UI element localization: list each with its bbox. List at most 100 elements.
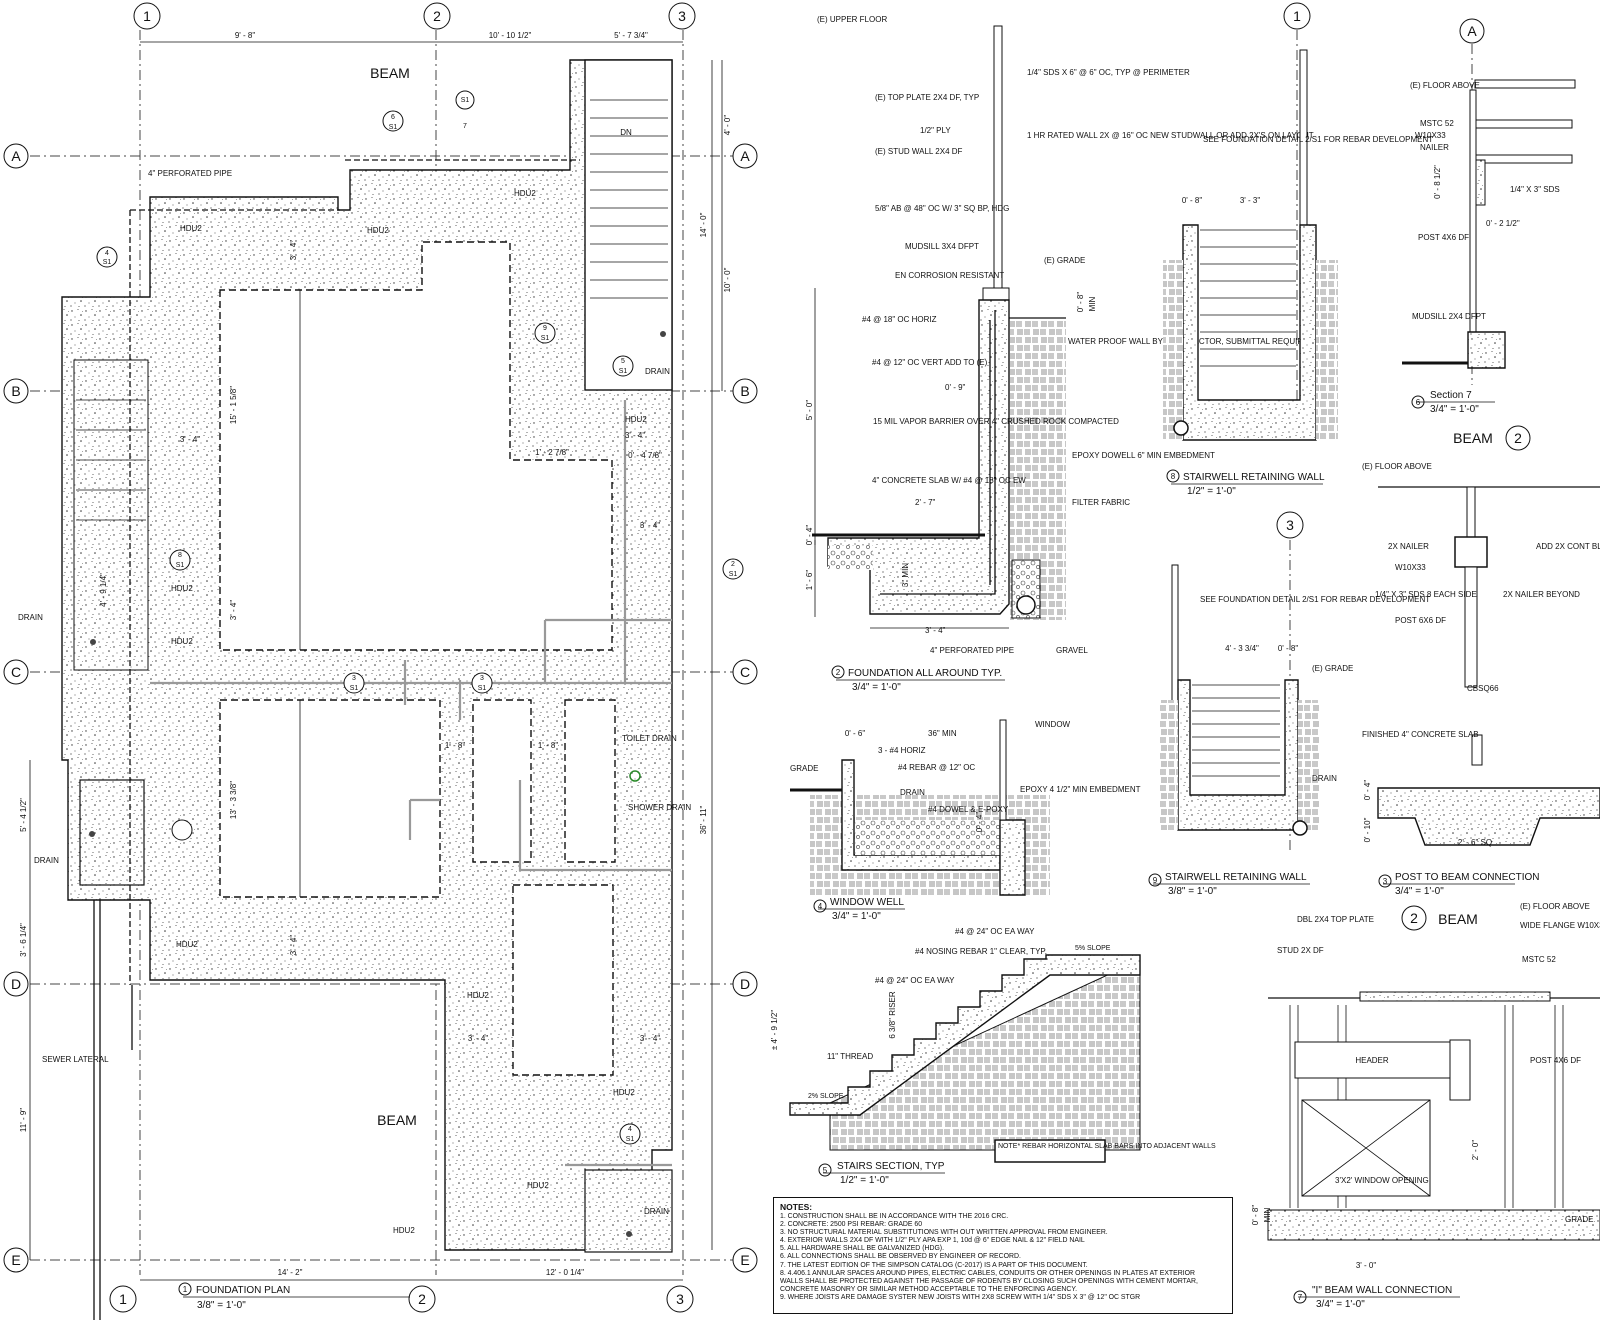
section-mark-number: S1 xyxy=(461,97,470,104)
label: CBSQ66 xyxy=(1467,684,1499,693)
grid-label-c: C xyxy=(11,664,21,680)
dim-label: 36" MIN xyxy=(928,729,957,738)
grid-label-d: D xyxy=(11,976,21,992)
dim-label: 3' - 4" xyxy=(468,1034,489,1043)
detail-title: "I" BEAM WALL CONNECTION xyxy=(1312,1285,1452,1296)
grid-bubble-b-left: B xyxy=(3,378,29,404)
grid-label-b: B xyxy=(11,383,20,399)
dim-label: 0' - 8" xyxy=(1076,292,1085,313)
dim-label: 0' - 4" xyxy=(805,525,814,546)
dim-label: 13' - 3 3/8" xyxy=(229,781,238,819)
label: (E) UPPER FLOOR xyxy=(817,15,887,24)
dim-label: 3' - 4" xyxy=(925,626,946,635)
section-mark-sheet: S1 xyxy=(389,124,398,131)
dim-label: 1' - 2 7/8" xyxy=(535,448,569,457)
label: GRADE xyxy=(790,764,818,773)
detail-9-title: 9 STAIRWELL RETAINING WALL 3/8" = 1'-0" xyxy=(1148,872,1310,897)
grid-bubble-3-bottom: 3 xyxy=(666,1285,694,1313)
dim-label: 12' - 0 1/4" xyxy=(546,1268,584,1277)
drain-marker xyxy=(89,831,95,837)
grid-label-2: 2 xyxy=(418,1291,426,1307)
footing xyxy=(1377,787,1600,846)
label: #4 @ 12" OC VERT ADD TO (E) xyxy=(872,358,988,367)
grid-bubble-2-bottom: 2 xyxy=(408,1285,436,1313)
label: (E) FLOOR ABOVE xyxy=(1410,81,1480,90)
detail-scale: 3/4" = 1'-0" xyxy=(852,682,901,693)
detail-scale: 3/8" = 1'-0" xyxy=(197,1300,246,1311)
section-marker: 9S1 xyxy=(534,322,556,344)
dim-label: 1' - 6" xyxy=(805,570,814,591)
label: EPOXY 4 1/2" MIN EMBEDMENT xyxy=(1020,785,1141,794)
grid-bubble-c-right: C xyxy=(732,659,758,685)
note-item: 2. CONCRETE: 2500 PSI REBAR: GRADE 60 xyxy=(780,1221,923,1229)
toilet-drain-label: TOILET DRAIN xyxy=(622,734,677,743)
detail-3-title: 3 POST TO BEAM CONNECTION 3/4" = 1'-0" xyxy=(1378,872,1539,897)
section-mark-sheet: S1 xyxy=(103,259,112,266)
perforated-pipe xyxy=(1016,595,1036,615)
grid-label: 2 xyxy=(1410,910,1418,926)
sewer-lateral-line xyxy=(93,900,133,1320)
label: #4 DOWEL & E-POXY xyxy=(928,805,1009,814)
label: 3'X2' WINDOW OPENING xyxy=(1335,1176,1429,1185)
perforated-pipe-line xyxy=(129,159,580,985)
dim-label: 3" MIN xyxy=(901,563,910,587)
dim-label: 36' - 11" xyxy=(699,806,708,835)
grid-bubble: 3 xyxy=(1276,511,1304,539)
note-item: 6. ALL CONNECTIONS SHALL BE OBSERVED BY … xyxy=(780,1253,1021,1261)
detail-4-window-well: WINDOW GRADE 3 - #4 HORIZ #4 REBAR @ 12"… xyxy=(790,719,1141,922)
label: EN CORROSION RESISTANT xyxy=(895,271,1004,280)
label: WIDE FLANGE W10X33 xyxy=(1520,921,1600,930)
section-marker: 4S1 xyxy=(619,1123,641,1145)
label: FINISHED 4" CONCRETE SLAB xyxy=(1362,730,1479,739)
detail-title: Section 7 xyxy=(1430,390,1472,401)
dim-label: 9' - 8" xyxy=(235,31,256,40)
dim-label: 6 3/8" RISER xyxy=(888,991,897,1039)
grid-bubble-1-top: 1 xyxy=(133,2,161,30)
grid-bubble: A xyxy=(1459,18,1485,44)
notes-list: 1. CONSTRUCTION SHALL BE IN ACCORDANCE W… xyxy=(780,1213,1226,1302)
hdu2-label: HDU2 xyxy=(527,1181,549,1190)
detail-number: 7 xyxy=(1298,1293,1303,1302)
dim-label: 14' - 2" xyxy=(278,1268,303,1277)
detail-number: 5 xyxy=(823,1166,828,1175)
detail-scale: 3/4" = 1'-0" xyxy=(1395,886,1444,897)
dim-label: 10' - 0" xyxy=(723,267,732,292)
grid-bubble: 1 xyxy=(1283,2,1311,30)
drain-marker xyxy=(660,331,666,337)
label: 2X NAILER BEYOND xyxy=(1503,590,1580,599)
label: (E) STUD WALL 2X4 DF xyxy=(875,147,963,156)
grid-label-1: 1 xyxy=(119,1291,127,1307)
grid-bubble-e-right: E xyxy=(732,1247,758,1273)
dim-label: 10' - 10 1/2" xyxy=(489,31,532,40)
label: 4" PERFORATED PIPE xyxy=(930,646,1014,655)
toilet-drain-marker xyxy=(629,770,641,782)
hdu2-label: HDU2 xyxy=(393,1226,415,1235)
hdu2-label: HDU2 xyxy=(171,637,193,646)
dim-label: 0' - 2 1/2" xyxy=(1486,219,1520,228)
drain-gravel xyxy=(1011,559,1041,619)
dim-label: 0' - 8" xyxy=(1251,1205,1260,1226)
dim-label: 15' - 1 5/8" xyxy=(229,386,238,424)
shower-drain-label: SHOWER DRAIN xyxy=(628,803,691,812)
label: 2X NAILER xyxy=(1388,542,1429,551)
stair-treads xyxy=(590,99,668,299)
label: STUD 2X DF xyxy=(1277,946,1324,955)
foundation-plan: 1 2 3 1 2 3 A B C D E A B C D E xyxy=(3,2,758,1320)
drain-marker xyxy=(626,1231,632,1237)
grid-bubble-a-left: A xyxy=(3,143,29,169)
note: SEE FOUNDATION DETAIL 2/S1 FOR REBAR DEV… xyxy=(1203,135,1433,144)
dim-label: 5' - 4 1/2" xyxy=(19,798,28,832)
note-item: 8. 4.406.1 ANNULAR SPACES AROUND PIPES, … xyxy=(780,1269,1195,1277)
label: 2% SLOPE xyxy=(808,1093,844,1100)
detail-scale: 3/4" = 1'-0" xyxy=(1316,1299,1365,1310)
detail-number: 6 xyxy=(1416,398,1421,407)
section-marker: S17 xyxy=(455,90,475,130)
dim-label: 3' - 4" xyxy=(289,935,298,956)
label: #4 @ 24" OC EA WAY xyxy=(955,927,1035,936)
label: HEADER xyxy=(1355,1056,1389,1065)
section-mark-number: 5 xyxy=(621,358,625,365)
note: NOTE* REBAR HORIZONTAL SLAB BARS INTO AD… xyxy=(998,1143,1216,1150)
dim-label: 4' - 3 3/4" xyxy=(1225,644,1259,653)
detail-title: FOUNDATION ALL AROUND TYP. xyxy=(848,668,1002,679)
label: MUDSILL 3X4 DFPT xyxy=(905,242,979,251)
